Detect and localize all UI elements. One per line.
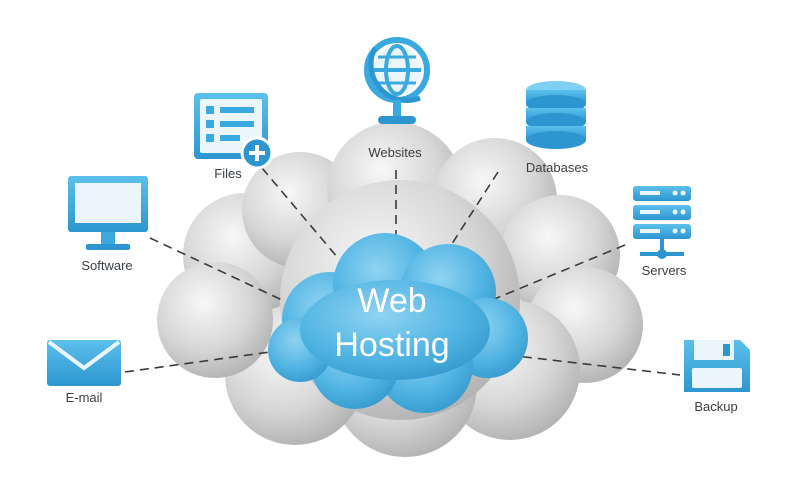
- connector-email: [124, 351, 271, 373]
- connector-databases: [447, 171, 499, 251]
- connector-software: [149, 237, 283, 301]
- node-label-files: Files: [214, 166, 242, 181]
- center-cloud: Web Hosting: [268, 233, 528, 413]
- center-title-line2: Hosting: [334, 326, 449, 364]
- globe-icon: [364, 37, 430, 124]
- envelope-icon: [47, 340, 121, 386]
- node-label-databases: Databases: [526, 160, 589, 175]
- connector-files: [261, 167, 339, 259]
- floppy-disk-icon: [684, 340, 750, 392]
- node-label-servers: Servers: [642, 263, 687, 278]
- center-title-line1: Web: [357, 282, 426, 320]
- node-label-software: Software: [81, 258, 132, 273]
- connector-servers: [491, 244, 626, 301]
- file-list-add-icon: [194, 93, 274, 170]
- node-label-websites: Websites: [368, 145, 422, 160]
- server-rack-icon: [633, 186, 691, 259]
- connectors: [124, 167, 681, 376]
- node-label-email: E-mail: [66, 390, 103, 405]
- monitor-icon: [68, 176, 148, 250]
- database-icon: [526, 81, 586, 149]
- node-label-backup: Backup: [694, 399, 737, 414]
